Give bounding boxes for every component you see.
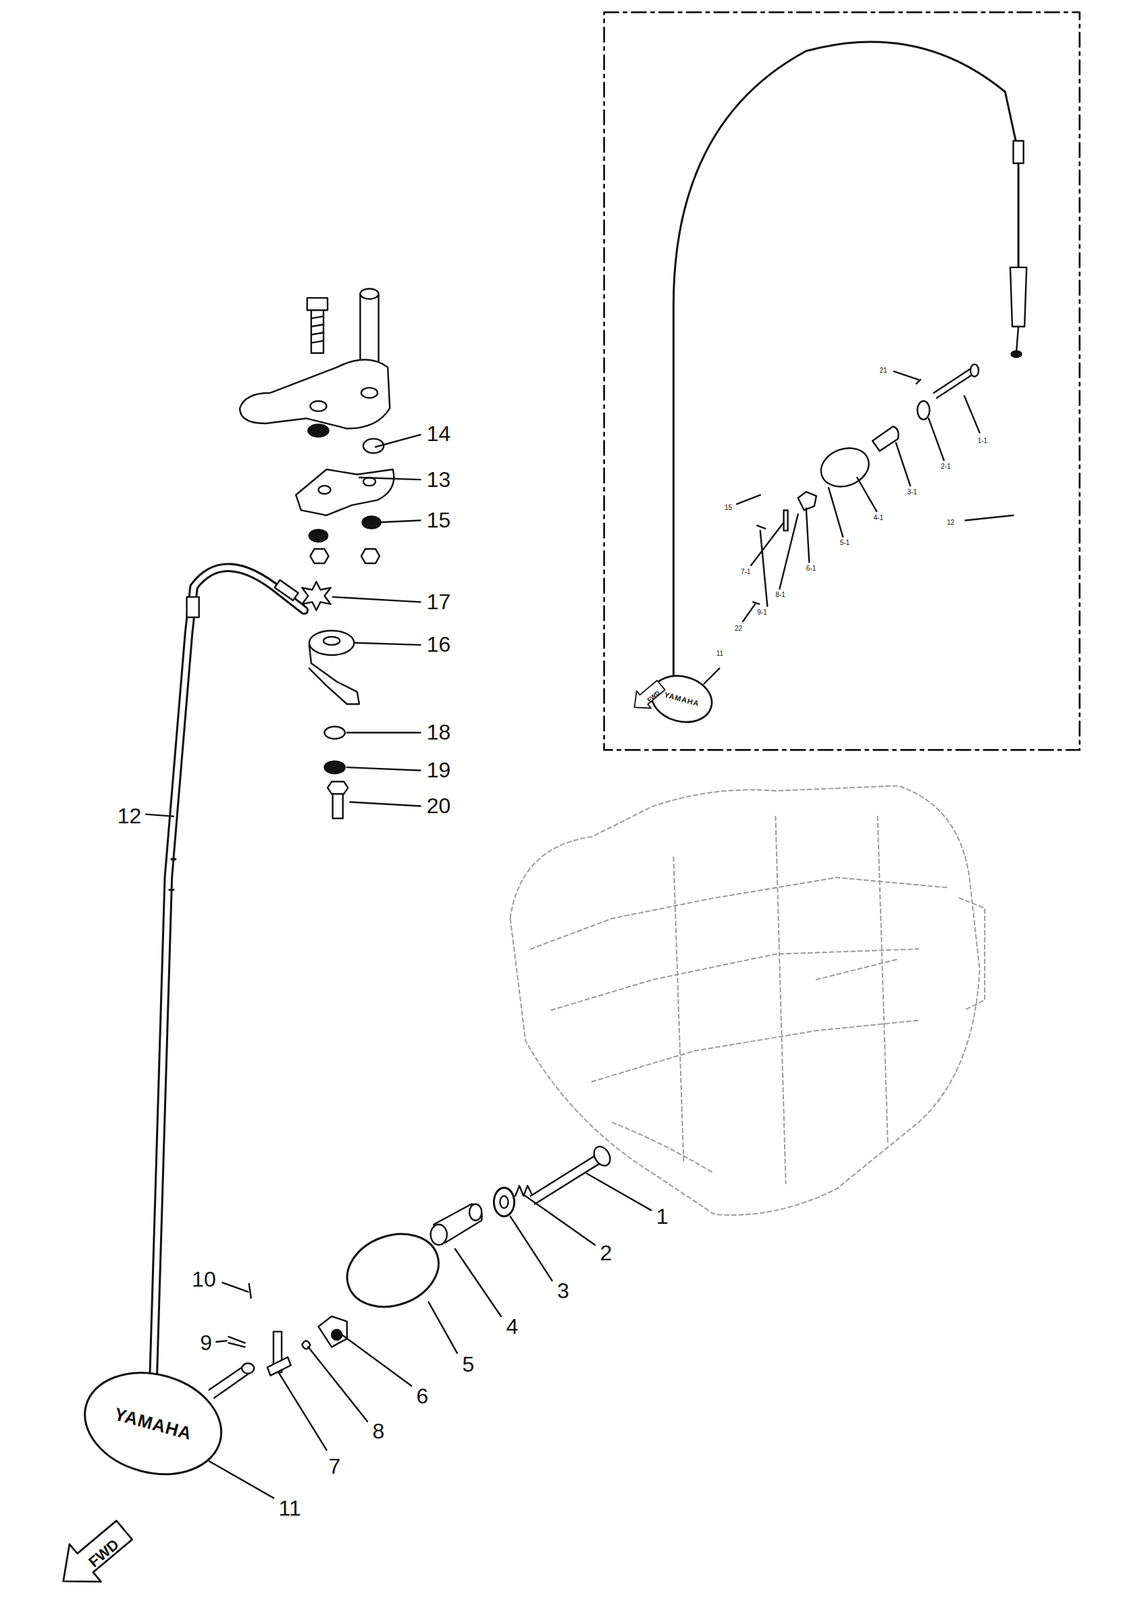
callout-number: 8-1 [775, 590, 785, 599]
callout-number: 4 [506, 1314, 519, 1339]
callout-number: 22 [734, 624, 743, 633]
callout-number: 9 [199, 1331, 213, 1355]
callout-number: 6-1 [806, 564, 816, 572]
callout-number: 15 [724, 503, 733, 512]
callout-number: 10 [191, 1267, 217, 1292]
callout-number: 12 [117, 804, 142, 828]
callout-number: 2 [600, 1241, 613, 1265]
callout-number: 11 [716, 649, 724, 658]
callout-number: 8 [372, 1419, 385, 1444]
callout-number: 11 [278, 1496, 302, 1521]
brand-name: YAMAHA [112, 1403, 194, 1444]
callout-number: 14 [426, 422, 452, 446]
callout-number: 1 [656, 1204, 669, 1229]
callout-number: 9-1 [757, 608, 767, 616]
callout-number: 2-1 [940, 462, 951, 471]
brand-name: YAMAHA [663, 690, 701, 708]
callout-number: 5-1 [840, 538, 850, 547]
callout-number: 18 [426, 720, 452, 745]
callout-number: 16 [426, 632, 452, 657]
direction-label: FWD [85, 1536, 123, 1571]
callout-number: 7-1 [740, 567, 751, 576]
callout-number: 13 [426, 467, 452, 492]
callout-number: 20 [426, 794, 452, 818]
callout-number: 15 [426, 508, 452, 533]
callout-number: 19 [426, 758, 452, 782]
callout-number: 21 [879, 366, 888, 375]
callout-number: 7 [328, 1454, 342, 1479]
callout-number: 3-1 [906, 488, 917, 496]
callout-number: 1-1 [977, 436, 988, 445]
callout-number: 4-1 [873, 513, 884, 522]
callout-number: 17 [426, 590, 452, 614]
callout-number: 3 [557, 1279, 570, 1303]
direction-label: FWD [646, 690, 662, 705]
callout-number: 6 [416, 1384, 429, 1408]
callout-number: 12 [946, 518, 955, 527]
callout-number: 5 [462, 1352, 475, 1377]
